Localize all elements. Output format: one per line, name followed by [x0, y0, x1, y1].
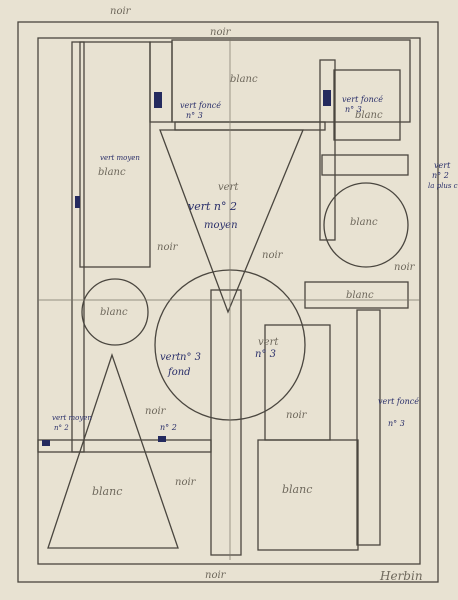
label-n3-fond: n° 3	[180, 352, 201, 363]
label-n3-center-right: n° 3	[255, 349, 276, 360]
label-blanc-circle-right: blanc	[350, 217, 378, 228]
label-noir-top-left: noir	[110, 6, 132, 17]
outer-frame	[17, 21, 439, 583]
ink-mark-2	[323, 90, 331, 106]
signature: Herbin	[379, 569, 423, 583]
left-strip-inner	[71, 41, 85, 453]
right-l-top	[304, 281, 409, 309]
label-vert-fonce-top: vert foncé	[180, 101, 221, 110]
label-noir-lower-center: noir	[286, 410, 308, 421]
ink-mark-5	[158, 436, 166, 442]
mid-right-rect	[264, 324, 331, 441]
label-blanc-right-top: blanc	[346, 290, 374, 301]
label-vert-right-1: vert	[434, 161, 451, 170]
label-vert-fonce-bottom-right: vert foncé	[378, 397, 419, 406]
label-vert-fonce-right: vert foncé	[342, 95, 383, 104]
label-vert-n2: vert n° 2	[188, 200, 237, 213]
label-blanc-triangle: blanc	[92, 485, 122, 498]
right-column-strip	[319, 59, 336, 241]
label-noir-top: noir	[210, 27, 232, 38]
label-blanc-circle-left: blanc	[100, 307, 128, 318]
label-noir-mid: noir	[157, 242, 179, 253]
label-noir-bottom: noir	[205, 570, 227, 581]
label-blanc-top: blanc	[230, 74, 258, 85]
label-vert-moyen: vert moyen	[100, 154, 140, 162]
label-n2-left: n° 2	[54, 424, 69, 432]
horizontal-band	[37, 439, 212, 453]
label-moyen: moyen	[204, 220, 238, 231]
right-tall-strip	[356, 309, 381, 546]
label-n3-bottom-right: n° 3	[388, 419, 405, 428]
top-right-blanc-box	[333, 69, 401, 141]
label-noir-mid-right: noir	[262, 250, 284, 261]
ink-mark-4	[42, 440, 50, 446]
label-vert-center-right: vert	[258, 337, 279, 348]
label-blanc-left: blanc	[98, 167, 126, 178]
label-n3-top: n° 3	[186, 111, 203, 120]
label-blanc-box: blanc	[355, 110, 383, 121]
label-noir-right: noir	[394, 262, 416, 273]
ink-mark-1	[154, 92, 162, 108]
label-vert-triangle: vert	[218, 182, 239, 193]
circle-blanc-right	[323, 182, 409, 268]
circle-blanc-left	[81, 278, 149, 346]
label-n2-bottom: n° 2	[160, 423, 177, 432]
green-stripe-top	[174, 121, 326, 131]
label-n3-right: n° 3	[345, 105, 362, 114]
top-strip-small	[149, 41, 173, 123]
ink-mark-3	[75, 196, 80, 208]
label-noir-lower-left: noir	[145, 406, 167, 417]
central-vertical-bar	[210, 289, 242, 556]
inner-frame	[37, 37, 421, 565]
label-noir-lower-mid: noir	[175, 477, 197, 488]
label-vert-right-2: n° 2	[432, 171, 449, 180]
label-fond: fond	[167, 367, 191, 378]
label-blanc-bottom-right: blanc	[282, 483, 312, 496]
label-vert-right-3: la plus claire	[428, 182, 458, 190]
label-vert-n3-fond: vert	[160, 352, 181, 363]
left-tall-blanc-rect	[79, 41, 151, 268]
label-vert-moyen-2: vert moyen	[52, 414, 92, 422]
inverted-triangle-vert	[159, 129, 304, 314]
right-stripes	[321, 154, 409, 176]
